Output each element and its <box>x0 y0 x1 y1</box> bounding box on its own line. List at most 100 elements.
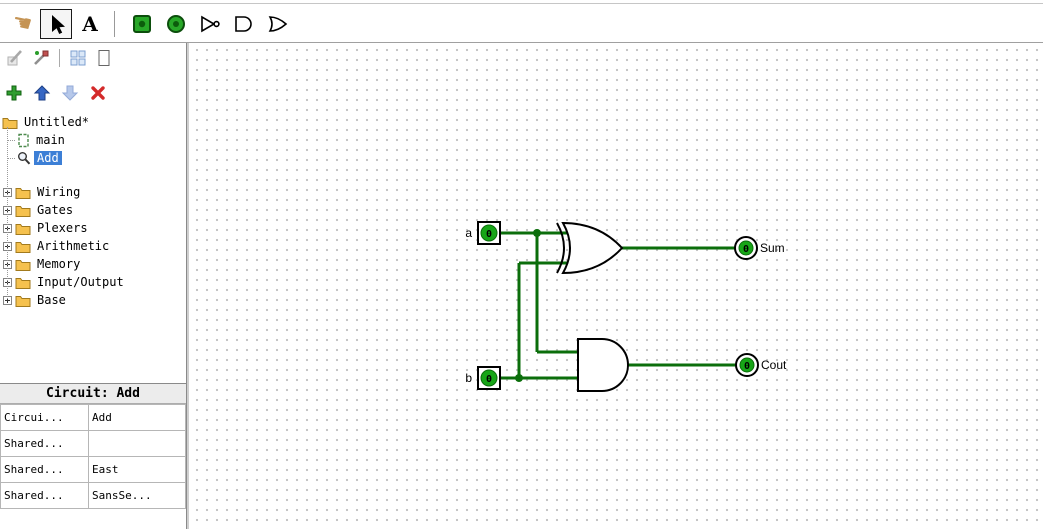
tree-connector-line <box>7 127 8 299</box>
output-pin-tool-button[interactable] <box>160 9 192 39</box>
folder-icon <box>15 295 31 307</box>
attribute-panel-title: Circuit: Add <box>0 383 186 404</box>
tree-item-library-plexers[interactable]: Plexers <box>0 219 186 237</box>
project-explorer-tree: Untitled* main Add <box>0 113 186 309</box>
pin-label: Sum <box>760 241 785 255</box>
output-pin-sum[interactable]: 0 Sum <box>734 236 785 260</box>
circuit-label-selected: Add <box>34 151 62 165</box>
attribute-value[interactable]: East <box>88 456 186 483</box>
pin-value: 0 <box>744 361 750 372</box>
wires[interactable] <box>500 231 736 380</box>
green-plus-icon <box>6 85 22 101</box>
library-label: Plexers <box>37 221 88 235</box>
tree-item-circuit-main[interactable]: main <box>0 131 186 149</box>
tree-item-library-arithmetic[interactable]: Arithmetic <box>0 237 186 255</box>
add-circuit-button[interactable] <box>3 82 25 104</box>
view-simulation-icon <box>98 50 110 66</box>
blue-up-arrow-icon <box>33 85 51 101</box>
library-label: Gates <box>37 203 74 217</box>
subcircuit-icon <box>18 133 29 147</box>
move-circuit-up-button[interactable] <box>31 82 53 104</box>
attribute-value[interactable]: Add <box>88 404 186 431</box>
remove-circuit-button[interactable] <box>87 82 109 104</box>
tree-item-library-wiring[interactable]: Wiring <box>0 183 186 201</box>
and-gate-tool-button[interactable] <box>228 9 260 39</box>
input-pin-b[interactable]: 0 b <box>465 366 501 390</box>
library-label: Wiring <box>37 185 81 199</box>
attribute-row: Shared... SansSe... <box>0 482 186 509</box>
folder-icon <box>15 187 31 199</box>
attribute-value[interactable]: SansSe... <box>88 482 186 509</box>
pin-label: a <box>465 226 472 240</box>
poke-tool-button[interactable]: ☚ <box>6 9 38 39</box>
pin-label: Cout <box>761 358 787 372</box>
tree-spacer <box>0 167 186 183</box>
folder-icon <box>15 241 31 253</box>
pin-label: b <box>465 371 472 385</box>
attribute-row: Circui... Add <box>0 404 186 431</box>
circuit-canvas[interactable]: 0 a 0 b 0 Sum 0 Cout <box>189 43 1043 529</box>
circuit-order-toolbar <box>3 81 109 105</box>
view-toolbox-button[interactable] <box>66 46 90 70</box>
project-label: Untitled* <box>24 115 90 129</box>
tree-item-circuit-add[interactable]: Add <box>0 149 186 167</box>
view-toolbox-icon <box>70 50 86 66</box>
folder-icon <box>15 259 31 271</box>
tree-item-library-base[interactable]: Base <box>0 291 186 309</box>
wire-junction[interactable] <box>533 229 541 237</box>
library-label: Memory <box>37 257 81 271</box>
wire-junction[interactable] <box>515 374 523 382</box>
pale-down-arrow-icon <box>61 85 79 101</box>
pin-value: 0 <box>743 244 749 255</box>
edit-layout-button[interactable] <box>3 46 27 70</box>
view-simulation-button[interactable] <box>92 46 116 70</box>
tree-item-library-input-output[interactable]: Input/Output <box>0 273 186 291</box>
xor-gate[interactable] <box>556 221 624 275</box>
attribute-row: Shared... East <box>0 456 186 483</box>
attribute-name: Shared... <box>0 456 89 483</box>
toolbar-separator <box>114 10 115 37</box>
input-pin-a[interactable]: 0 a <box>465 221 501 245</box>
edit-appearance-button[interactable] <box>29 46 53 70</box>
output-pin-cout[interactable]: 0 Cout <box>735 353 787 377</box>
folder-icon <box>2 117 18 129</box>
magnifier-icon <box>18 151 31 164</box>
edit-select-tool-button[interactable] <box>40 8 72 39</box>
move-circuit-down-button[interactable] <box>59 82 81 104</box>
tree-connector-stub <box>8 139 15 141</box>
attribute-value[interactable] <box>88 430 186 457</box>
tree-item-library-gates[interactable]: Gates <box>0 201 186 219</box>
pin-value: 0 <box>486 374 492 385</box>
main-toolbar: ☚ A <box>0 5 1043 43</box>
attribute-table: Circui... Add Shared... Shared... East S… <box>0 404 186 509</box>
pin-value: 0 <box>486 229 492 240</box>
folder-icon <box>15 277 31 289</box>
or-gate-icon <box>268 15 288 32</box>
input-pin-tool-button[interactable] <box>126 9 158 39</box>
or-gate-tool-button[interactable] <box>262 9 294 39</box>
attribute-name: Circui... <box>0 404 89 431</box>
not-gate-tool-button[interactable] <box>194 9 226 39</box>
tree-connector-stub <box>8 157 15 159</box>
toolbar-separator <box>59 49 60 67</box>
input-pin-icon <box>133 14 151 33</box>
cursor-arrow-icon <box>52 14 65 34</box>
not-gate-icon <box>201 15 220 32</box>
letter-A-icon: A <box>82 11 98 36</box>
and-gate[interactable] <box>577 338 629 392</box>
project-toolbar <box>3 45 116 71</box>
attribute-name: Shared... <box>0 482 89 509</box>
and-gate-icon <box>235 15 252 32</box>
library-label: Input/Output <box>37 275 124 289</box>
folder-icon <box>15 223 31 235</box>
menubar-remnant <box>0 0 1043 4</box>
output-pin-icon <box>167 14 185 33</box>
red-x-icon <box>91 86 105 100</box>
text-tool-button[interactable]: A <box>74 9 106 39</box>
tree-item-library-memory[interactable]: Memory <box>0 255 186 273</box>
explorer-panel: Untitled* main Add <box>0 43 186 529</box>
panel-divider[interactable] <box>186 43 189 529</box>
tree-item-project[interactable]: Untitled* <box>0 113 186 131</box>
library-label: Base <box>37 293 66 307</box>
